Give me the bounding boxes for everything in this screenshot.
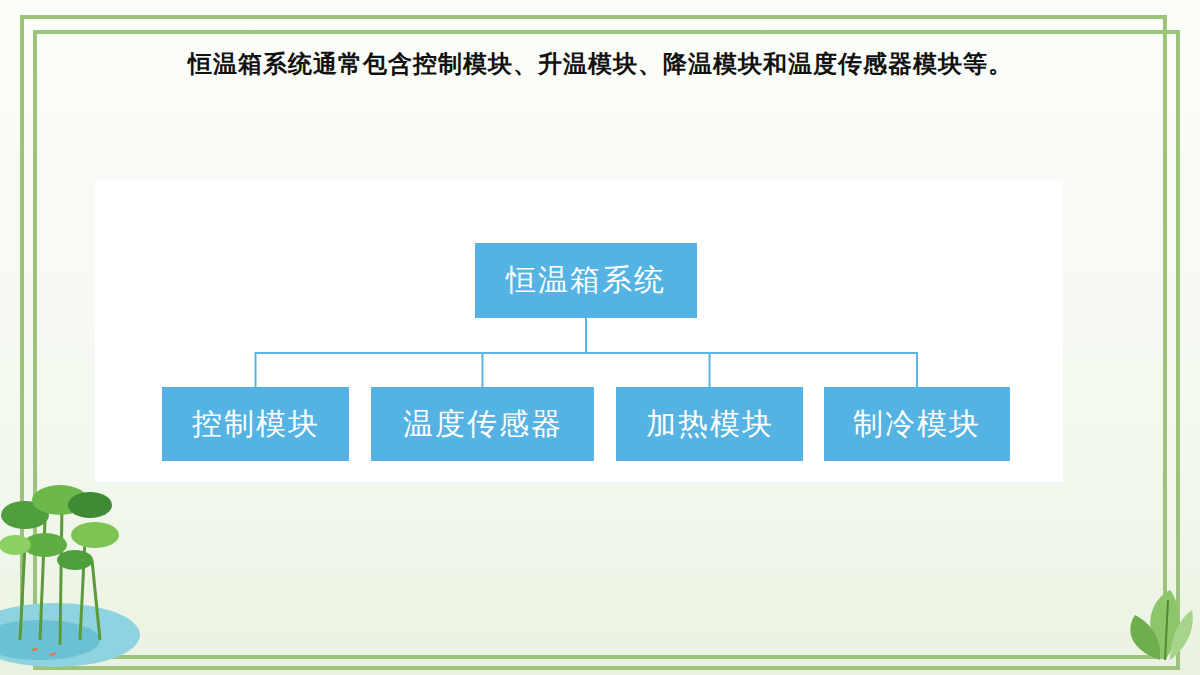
module-box: 控制模块 <box>162 387 349 461</box>
tree-connector <box>256 318 587 387</box>
lotus-pond <box>0 485 140 667</box>
box-label: 制冷模块 <box>853 404 981 445</box>
tree-connector <box>483 318 587 387</box>
frame-outer <box>22 17 1165 657</box>
box-label: 加热模块 <box>646 404 774 445</box>
frame-inner <box>35 32 1178 668</box>
box-label: 控制模块 <box>192 404 320 445</box>
module-box: 温度传感器 <box>371 387 594 461</box>
module-box: 制冷模块 <box>824 387 1010 461</box>
box-label: 温度传感器 <box>403 404 563 445</box>
root-box: 恒温箱系统 <box>475 243 697 318</box>
leaf-plant <box>1130 590 1192 660</box>
box-label: 恒温箱系统 <box>506 260 666 301</box>
tree-connector <box>586 318 917 387</box>
module-box: 加热模块 <box>616 387 803 461</box>
slide-title: 恒温箱系统通常包含控制模块、升温模块、降温模块和温度传感器模块等。 <box>60 48 1140 80</box>
